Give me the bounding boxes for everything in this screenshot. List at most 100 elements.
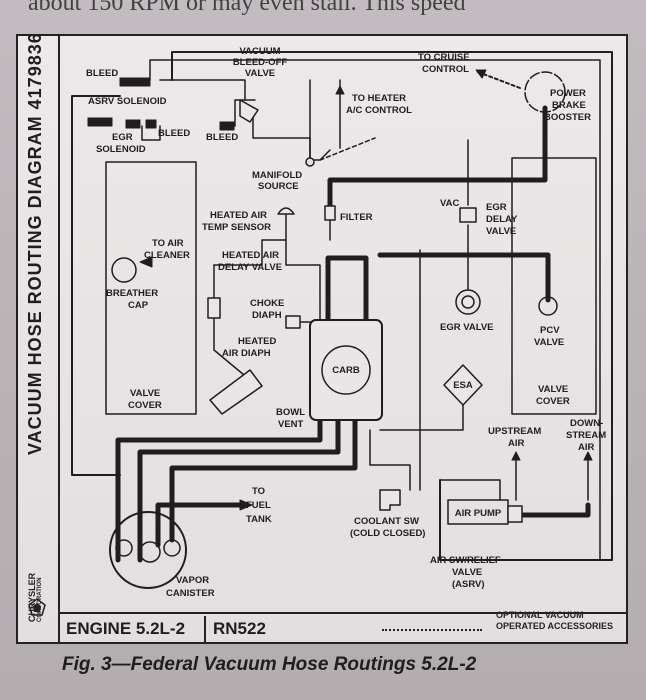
label-coolant-sw-1: COOLANT SW — [354, 516, 419, 527]
label-filter: FILTER — [340, 212, 373, 223]
label-heated-air-diaph-1: HEATED — [238, 336, 276, 347]
label-to-air-cleaner-1: TO AIR — [152, 238, 184, 249]
label-manifold-2: SOURCE — [258, 181, 299, 192]
thick-hose-booster — [327, 105, 548, 213]
label-bowl-vent-2: VENT — [278, 419, 304, 430]
vac-shape — [459, 207, 477, 223]
heater-dashed-line — [319, 137, 376, 161]
thin-hose-left-outer — [71, 154, 121, 476]
arrow-to-fuel-tank — [239, 499, 253, 511]
label-egr-delay-1: EGR — [486, 202, 507, 213]
thin-hose-manifold-right — [309, 79, 331, 161]
label-valve-cover-right-1: VALVE — [538, 384, 568, 395]
label-to-heater-2: A/C CONTROL — [346, 105, 412, 116]
label-to-fuel-tank-2: FUEL — [246, 500, 271, 511]
label-breather-cap-1: BREATHER — [106, 288, 158, 299]
egr-valve-inner-circle — [461, 295, 475, 309]
label-to-fuel-tank-1: TO — [252, 486, 265, 497]
arrow-to-heater — [335, 85, 345, 95]
thin-hose-bleed-line — [234, 99, 256, 127]
figure-caption: Fig. 3—Federal Vacuum Hose Routings 5.2L… — [62, 654, 477, 675]
label-bleedoff-3: VALVE — [245, 68, 275, 79]
label-to-fuel-tank-3: TANK — [246, 514, 272, 525]
legend-line-1: OPTIONAL VACUUM — [496, 610, 584, 620]
label-vac: VAC — [440, 198, 459, 209]
label-air-pump: AIR PUMP — [455, 508, 502, 519]
thick-hose-canister-2 — [137, 417, 341, 563]
label-pcv-valve-1: PCV — [540, 325, 560, 336]
thin-hose-esa — [379, 404, 464, 431]
esa-diamond — [443, 364, 483, 406]
label-egr-delay-3: VALVE — [486, 226, 516, 237]
label-egr-valve: EGR VALVE — [440, 322, 494, 333]
label-heated-air-delay-1: HEATED AIR — [222, 250, 279, 261]
cruise-dotted-line — [477, 71, 521, 89]
label-to-air-cleaner-2: CLEANER — [144, 250, 190, 261]
label-valve-cover-left-1: VALVE — [130, 388, 160, 399]
label-bowl-vent-1: BOWL — [276, 407, 305, 418]
coolant-switch-shape — [379, 489, 401, 511]
label-bleed-2: BLEED — [158, 128, 190, 139]
bleed-2-shape — [145, 119, 157, 129]
thick-hose-fuel-tank — [155, 502, 243, 548]
legend-text: OPTIONAL VACUUM OPERATED ACCESSORIES — [496, 610, 613, 632]
asrv-valve-shape — [507, 505, 523, 523]
thin-hose-delay-valve — [213, 239, 287, 266]
delay-valve-shape — [207, 297, 221, 319]
legend-dotted-line — [382, 629, 482, 631]
thin-hose-bleedoff-manifold — [252, 117, 311, 161]
label-egr-delay-2: DELAY — [486, 214, 518, 225]
egr-valve-outer-circle — [455, 289, 481, 315]
arrow-downstream — [583, 451, 593, 461]
label-carb: CARB — [332, 365, 360, 376]
vapor-canister-port-1 — [115, 539, 133, 557]
label-power-brake-2: BRAKE — [552, 100, 586, 111]
label-downstream-2: STREAM — [566, 430, 606, 441]
thick-hose-air-pump — [519, 502, 591, 518]
asrv-solenoid-shape — [119, 77, 151, 87]
heated-air-diaph-shape — [209, 369, 263, 415]
bleed-solenoid-shape — [87, 117, 113, 127]
label-air-sw-1: AIR SW/RELIEF — [430, 555, 501, 566]
label-to-heater-1: TO HEATER — [352, 93, 406, 104]
manifold-source-circle — [305, 157, 315, 167]
label-heated-air-delay-2: DELAY VALVE — [218, 262, 282, 273]
label-upstream-2: AIR — [508, 438, 525, 449]
page-text-fragment: about 150 RPM or may even stall. This sp… — [28, 0, 466, 16]
label-esa: ESA — [453, 380, 473, 391]
bleed-3-shape — [219, 121, 235, 131]
label-valve-cover-right-2: COVER — [536, 396, 570, 407]
vapor-canister-port-2 — [139, 541, 161, 563]
valve-cover-right-box — [511, 157, 597, 415]
label-bleedoff-2: BLEED-OFF — [233, 57, 288, 68]
label-power-brake-1: POWER — [550, 88, 586, 99]
label-air-sw-3: (ASRV) — [452, 579, 485, 590]
arrow-to-cruise — [475, 69, 487, 79]
engine-label: ENGINE 5.2L-2 — [60, 616, 206, 642]
label-egr-solenoid-1: EGR — [112, 132, 133, 143]
label-valve-cover-left-2: COVER — [128, 400, 162, 411]
label-downstream-1: DOWN- — [570, 418, 603, 429]
arrow-upstream — [511, 451, 521, 461]
label-bleed-3: BLEED — [206, 132, 238, 143]
pcv-valve-circle — [538, 296, 558, 316]
heated-air-sensor-shape — [277, 207, 295, 215]
label-asrv-solenoid: ASRV SOLENOID — [88, 96, 167, 107]
label-upstream-1: UPSTREAM — [488, 426, 541, 437]
label-heated-air-sensor-1: HEATED AIR — [210, 210, 267, 221]
carb-circle — [321, 345, 371, 395]
thin-hose-top-inner — [149, 59, 601, 561]
footer-divider — [58, 612, 626, 614]
label-bleed-1: BLEED — [86, 68, 118, 79]
label-manifold-1: MANIFOLD — [252, 170, 302, 181]
thin-hose-top-loop — [71, 51, 613, 561]
thin-hose-delay-down — [213, 264, 251, 381]
thin-hose-heated-air-sensor — [285, 213, 321, 321]
choke-diaph-shape — [285, 315, 301, 329]
routing-code: RN522 — [213, 619, 266, 638]
arrow-to-air-cleaner — [139, 256, 153, 268]
label-heated-air-sensor-2: TEMP SENSOR — [202, 222, 271, 233]
label-coolant-sw-2: (COLD CLOSED) — [350, 528, 425, 539]
label-choke-diaph-1: CHOKE — [250, 298, 284, 309]
